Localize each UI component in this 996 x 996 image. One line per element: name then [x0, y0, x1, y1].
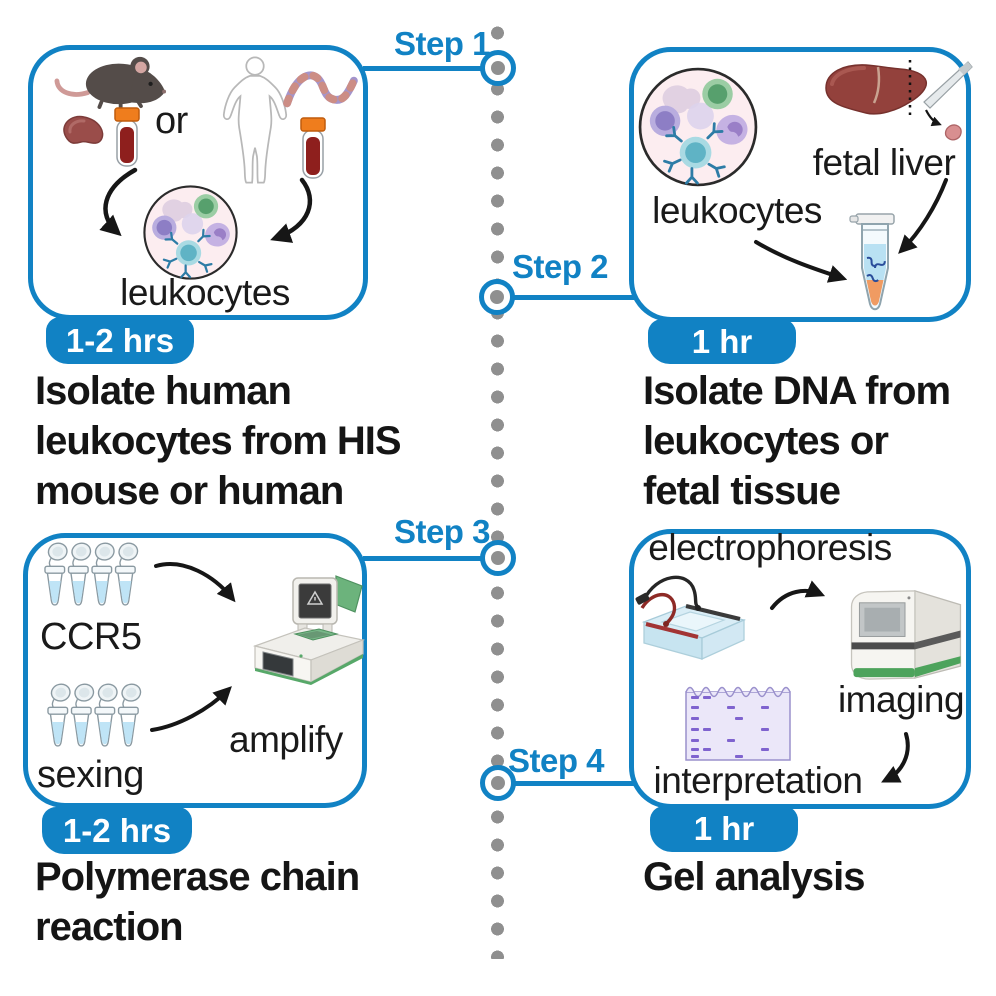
- leukocytes-label: leukocytes: [652, 190, 822, 231]
- sexing-label: sexing: [37, 754, 144, 796]
- imaging-label: imaging: [837, 679, 965, 720]
- step2-duration-badge: 1 hr: [648, 319, 796, 364]
- step3-duration-badge: 1-2 hrs: [42, 807, 192, 854]
- scalpel-icon: [923, 61, 973, 109]
- curved-arrow-icon: [154, 562, 236, 603]
- amplify-label: amplify: [229, 719, 343, 760]
- step2-title: Isolate DNA from leukocytes or fetal tis…: [643, 369, 951, 513]
- gel-electrophoresis-tank-icon: [635, 575, 747, 661]
- step3-connector-line: [363, 556, 498, 561]
- human-silhouette-icon: [222, 56, 288, 184]
- step4-marker: [480, 765, 516, 801]
- interpretation-label: interpretation: [653, 760, 863, 801]
- step2-marker: [479, 279, 515, 315]
- blood-tube-icon: [114, 107, 140, 167]
- arrow-icon: [754, 240, 848, 283]
- curved-arrow-icon: [99, 167, 138, 237]
- step3-title: Polymerase chain reaction: [35, 855, 360, 949]
- dna-strand-icon: [283, 71, 358, 108]
- step1-marker: [480, 50, 516, 86]
- step2-label: Step 2: [512, 248, 609, 285]
- step2-marker-dot: [490, 290, 504, 304]
- step1-marker-dot: [491, 61, 505, 75]
- step3-marker-dot: [491, 551, 505, 565]
- mouse-icon: [54, 56, 167, 110]
- step1-title: Isolate human leukocytes from HIS mouse …: [35, 369, 402, 513]
- timeline-dotted-line: [490, 19, 505, 959]
- step1-connector-line: [363, 66, 498, 71]
- curved-arrow-icon: [270, 177, 313, 243]
- step1-label: Step 1: [393, 25, 491, 62]
- leukocytes-label: leukocytes: [120, 272, 290, 313]
- spleen-icon: [63, 115, 104, 144]
- step4-label: Step 4: [508, 742, 605, 779]
- step4-marker-dot: [491, 776, 505, 790]
- fetal-liver-label: fetal liver: [812, 142, 956, 183]
- pcr-strip-tubes-icon: [44, 540, 141, 606]
- ccr5-label: CCR5: [40, 616, 142, 658]
- tissue-piece-icon: [944, 124, 962, 141]
- step3-marker: [480, 540, 516, 576]
- electrophoresis-label: electrophoresis: [648, 527, 892, 568]
- fetal-liver-biopsy-icon: [825, 60, 973, 141]
- pcr-strip-tubes-icon: [47, 681, 144, 747]
- step3-label: Step 3: [393, 513, 491, 550]
- gel-bands-sheet-icon: [685, 686, 791, 761]
- leukocytes-circle-icon: [143, 185, 238, 280]
- curved-arrow-icon: [770, 580, 826, 610]
- or-label: or: [155, 100, 188, 142]
- arrow-icon: [898, 178, 948, 254]
- step1-duration-badge: 1-2 hrs: [46, 317, 194, 364]
- step4-connector-line: [498, 781, 634, 786]
- leukocytes-circle-icon: [638, 67, 758, 187]
- curved-arrow-icon: [881, 732, 910, 783]
- thermocycler-icon: [252, 575, 366, 685]
- step4-title: Gel analysis: [643, 855, 865, 899]
- blood-tube-icon: [300, 117, 326, 179]
- curved-arrow-icon: [150, 686, 232, 732]
- step2-connector-line: [498, 295, 634, 300]
- step4-duration-badge: 1 hr: [650, 806, 798, 852]
- gel-imager-icon: [850, 590, 962, 680]
- microtube-dna-icon: [849, 213, 895, 311]
